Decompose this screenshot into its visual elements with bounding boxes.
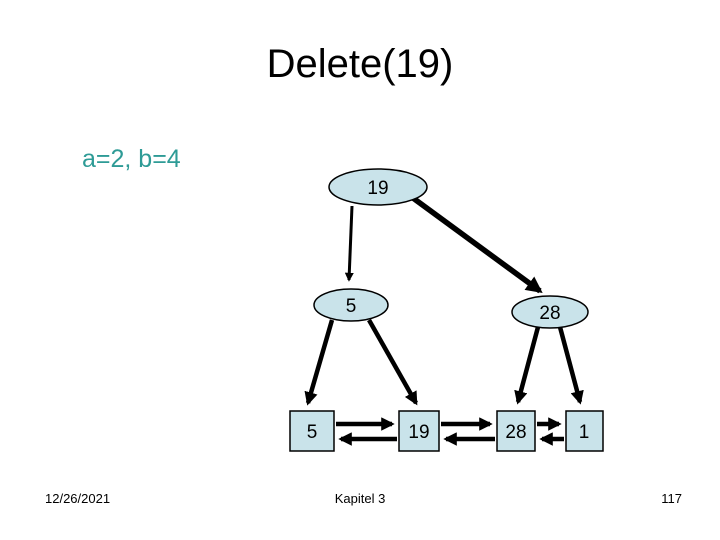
- internal-node-28: [511, 295, 589, 329]
- edge-node5-to-leaf5: [304, 319, 335, 406]
- leaf-node-28-label: 28: [505, 422, 526, 443]
- leaf-node-1: [565, 410, 604, 452]
- footer-chapter: Kapitel 3: [334, 491, 386, 506]
- slide-title: Delete(19): [266, 42, 454, 86]
- leaf-node-1-label: 1: [579, 422, 590, 443]
- edge-node28-to-leaf28: [514, 326, 541, 405]
- root-node-19: [328, 168, 428, 206]
- leaf-node-19: [398, 410, 440, 452]
- edge-node28-to-leaf1: [557, 326, 584, 405]
- edge-node5-to-leaf19: [367, 318, 418, 406]
- leaf-node-5: [289, 410, 335, 452]
- leaf-node-5-label: 5: [307, 422, 318, 443]
- internal-node-5-label: 5: [346, 296, 357, 317]
- edge-root-to-node5: [344, 205, 354, 282]
- footer-date: 12/26/2021: [45, 491, 111, 506]
- root-node-label: 19: [367, 178, 388, 199]
- leaf-node-28: [496, 410, 536, 452]
- leaf-node-19-label: 19: [408, 422, 429, 443]
- edge-root-to-node28: [411, 195, 543, 294]
- internal-node-5: [313, 288, 389, 322]
- internal-node-28-label: 28: [539, 303, 560, 324]
- footer-page-number: 117: [661, 491, 682, 506]
- tree-parameters-annotation: a=2, b=4: [82, 145, 181, 173]
